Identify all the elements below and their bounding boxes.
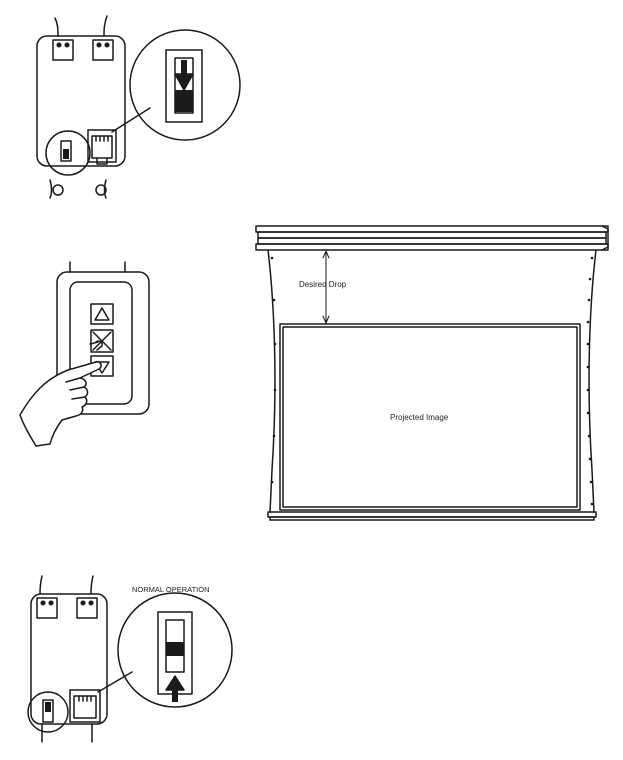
pointing-hand-icon xyxy=(19,361,102,447)
magnified-switch xyxy=(165,49,203,123)
terminal-right xyxy=(92,39,114,61)
stop-x-icon xyxy=(92,331,112,351)
up-triangle-icon xyxy=(94,307,110,321)
terminal-left xyxy=(36,597,58,619)
projected-image-area xyxy=(279,323,581,511)
control-box-body xyxy=(36,35,126,167)
wall-plate-outer xyxy=(56,271,150,415)
arrow-up-icon xyxy=(165,675,185,702)
mode-switch xyxy=(60,140,72,162)
terminal-left xyxy=(52,39,74,61)
wall-switch-figure xyxy=(19,261,150,447)
switch-highlight-circle xyxy=(27,691,69,733)
magnifier-circle xyxy=(129,29,241,141)
rj-jack xyxy=(87,129,117,163)
desired-drop-label: Desired Drop xyxy=(299,280,347,289)
screen-housing-top xyxy=(255,225,609,233)
wall-plate-inner xyxy=(69,281,133,405)
projected-image-label: Projected Image xyxy=(390,413,449,422)
mode-switch xyxy=(42,699,54,723)
projection-screen-figure: Desired Drop Projected Image xyxy=(255,225,609,521)
up-button xyxy=(90,303,114,325)
control-box-body xyxy=(30,593,108,725)
control-box-normal-figure: NORMAL OPERATION xyxy=(27,575,233,743)
terminal-right xyxy=(76,597,98,619)
rj-jack xyxy=(69,689,101,723)
fabric-right-edge xyxy=(588,249,597,513)
stop-button xyxy=(90,329,114,353)
desired-drop-dimension xyxy=(322,250,330,324)
control-box-setup-figure xyxy=(36,15,241,199)
normal-operation-label: NORMAL OPERATION xyxy=(132,585,210,594)
arrow-down-icon xyxy=(174,60,194,91)
fabric-left-edge xyxy=(267,249,276,513)
magnifier-circle xyxy=(117,592,233,708)
switch-highlight-circle xyxy=(45,130,91,176)
